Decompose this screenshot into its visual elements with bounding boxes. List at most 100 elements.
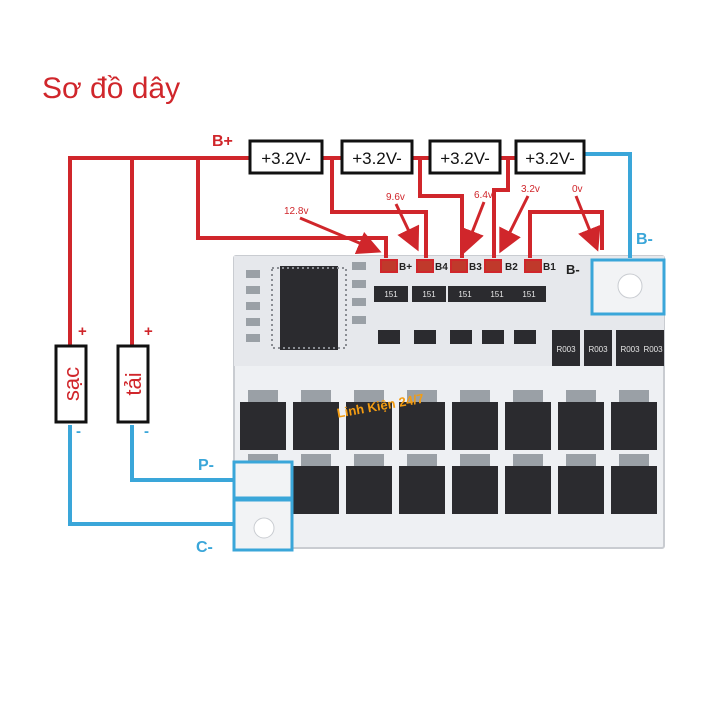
sense-resistor-label: R003	[556, 345, 576, 354]
mosfet-tab	[301, 390, 331, 402]
pad-label-b2: B2	[505, 262, 518, 273]
mosfet-tab	[619, 390, 649, 402]
pad-label-b1: B1	[543, 262, 556, 273]
wire-tap-b1	[528, 210, 604, 258]
board-pads	[380, 259, 542, 273]
mosfet	[452, 466, 498, 514]
mosfet	[452, 402, 498, 450]
pad-b4	[416, 259, 434, 273]
resistor-small-label: 151	[490, 290, 504, 299]
cell-4	[514, 139, 586, 175]
mosfet-tab	[407, 454, 437, 466]
load-label: tải	[121, 372, 146, 395]
wire-tap-b4	[330, 158, 428, 258]
ic-chip-pins	[271, 267, 347, 349]
balance-resistors	[374, 286, 546, 302]
cell-3	[428, 139, 502, 175]
mosfet-tab	[301, 454, 331, 466]
pad-label-b-plus: B+	[399, 262, 412, 273]
mosfet	[611, 402, 657, 450]
mosfet-row-bottom	[240, 454, 657, 514]
wire-tap-b2	[492, 158, 510, 258]
sense-resistor-label: R003	[620, 345, 640, 354]
wire-b-plus-pad	[196, 158, 388, 258]
pad-b-plus	[380, 259, 398, 273]
pad-label-b-minus: B-	[566, 262, 580, 277]
voltage-label: 6.4v	[474, 190, 493, 201]
mosfet	[505, 466, 551, 514]
voltage-arrow	[299, 216, 382, 255]
load-plus: +	[144, 323, 153, 340]
resistor-small-label: 151	[422, 290, 436, 299]
balance-transistors	[378, 330, 536, 344]
mosfet-tab	[513, 454, 543, 466]
pad-label-b3: B3	[469, 262, 482, 273]
mosfet-tab	[354, 390, 384, 402]
small-components-left	[246, 262, 366, 342]
mosfet-tab	[248, 390, 278, 402]
p-minus-terminal	[232, 460, 294, 500]
battery-cells	[248, 139, 586, 175]
charger-minus: -	[76, 423, 81, 440]
wire-c-minus	[68, 425, 234, 526]
mosfet-tab	[460, 454, 490, 466]
cell-1	[248, 139, 324, 175]
pad-b1	[524, 259, 542, 273]
cell-label: +3.2V-	[440, 149, 490, 168]
cell-label: +3.2V-	[261, 149, 311, 168]
mosfet-tab	[566, 390, 596, 402]
mosfet	[558, 466, 604, 514]
mosfet-row-top	[240, 390, 657, 450]
charger-plus: +	[78, 323, 87, 340]
mosfet-tab	[619, 454, 649, 466]
resistor-small-label: 151	[522, 290, 536, 299]
wire-b-plus-bus	[68, 156, 250, 345]
mosfet	[558, 402, 604, 450]
mosfet-tab	[407, 390, 437, 402]
pad-b2	[484, 259, 502, 273]
voltage-label: 12.8v	[284, 206, 308, 217]
voltage-arrow	[394, 203, 420, 252]
label-b-minus: B-	[636, 231, 653, 248]
voltage-label: 0v	[572, 184, 583, 195]
mosfet	[240, 402, 286, 450]
sense-resistor-label: R003	[588, 345, 608, 354]
resistor-small-label: 151	[458, 290, 472, 299]
voltage-arrow	[461, 201, 486, 254]
mosfet	[346, 466, 392, 514]
mosfet-tab	[566, 454, 596, 466]
voltage-label: 3.2v	[521, 184, 540, 195]
voltage-arrow	[499, 195, 530, 254]
mosfet	[611, 466, 657, 514]
mosfet	[346, 402, 392, 450]
cell-2	[340, 139, 414, 175]
voltage-arrow	[574, 195, 601, 252]
b-minus-hole	[617, 273, 643, 299]
mosfet	[399, 402, 445, 450]
pad-label-b4: B4	[435, 262, 448, 273]
charger-box	[54, 344, 88, 424]
voltage-label: 9.6v	[386, 192, 405, 203]
cell-label: +3.2V-	[525, 149, 575, 168]
load-minus: -	[144, 423, 149, 440]
wire-p-minus	[130, 425, 234, 482]
c-minus-hole	[253, 517, 275, 539]
mosfet	[293, 466, 339, 514]
cell-label: +3.2V-	[352, 149, 402, 168]
charger-label: sạc	[59, 367, 84, 401]
mosfet	[505, 402, 551, 450]
load-box	[116, 344, 150, 424]
mosfet-tab	[354, 454, 384, 466]
mosfet	[293, 402, 339, 450]
ic-chip	[280, 266, 338, 350]
wire-b-minus	[584, 152, 632, 258]
pad-b3	[450, 259, 468, 273]
label-c-minus: C-	[196, 539, 213, 556]
sense-resistors	[552, 330, 664, 366]
sense-resistor-label: R003	[643, 345, 663, 354]
resistor-small-label: 151	[384, 290, 398, 299]
mosfet-tab	[460, 390, 490, 402]
page-title: Sơ đồ dây	[42, 72, 181, 105]
label-p-minus: P-	[198, 457, 214, 474]
